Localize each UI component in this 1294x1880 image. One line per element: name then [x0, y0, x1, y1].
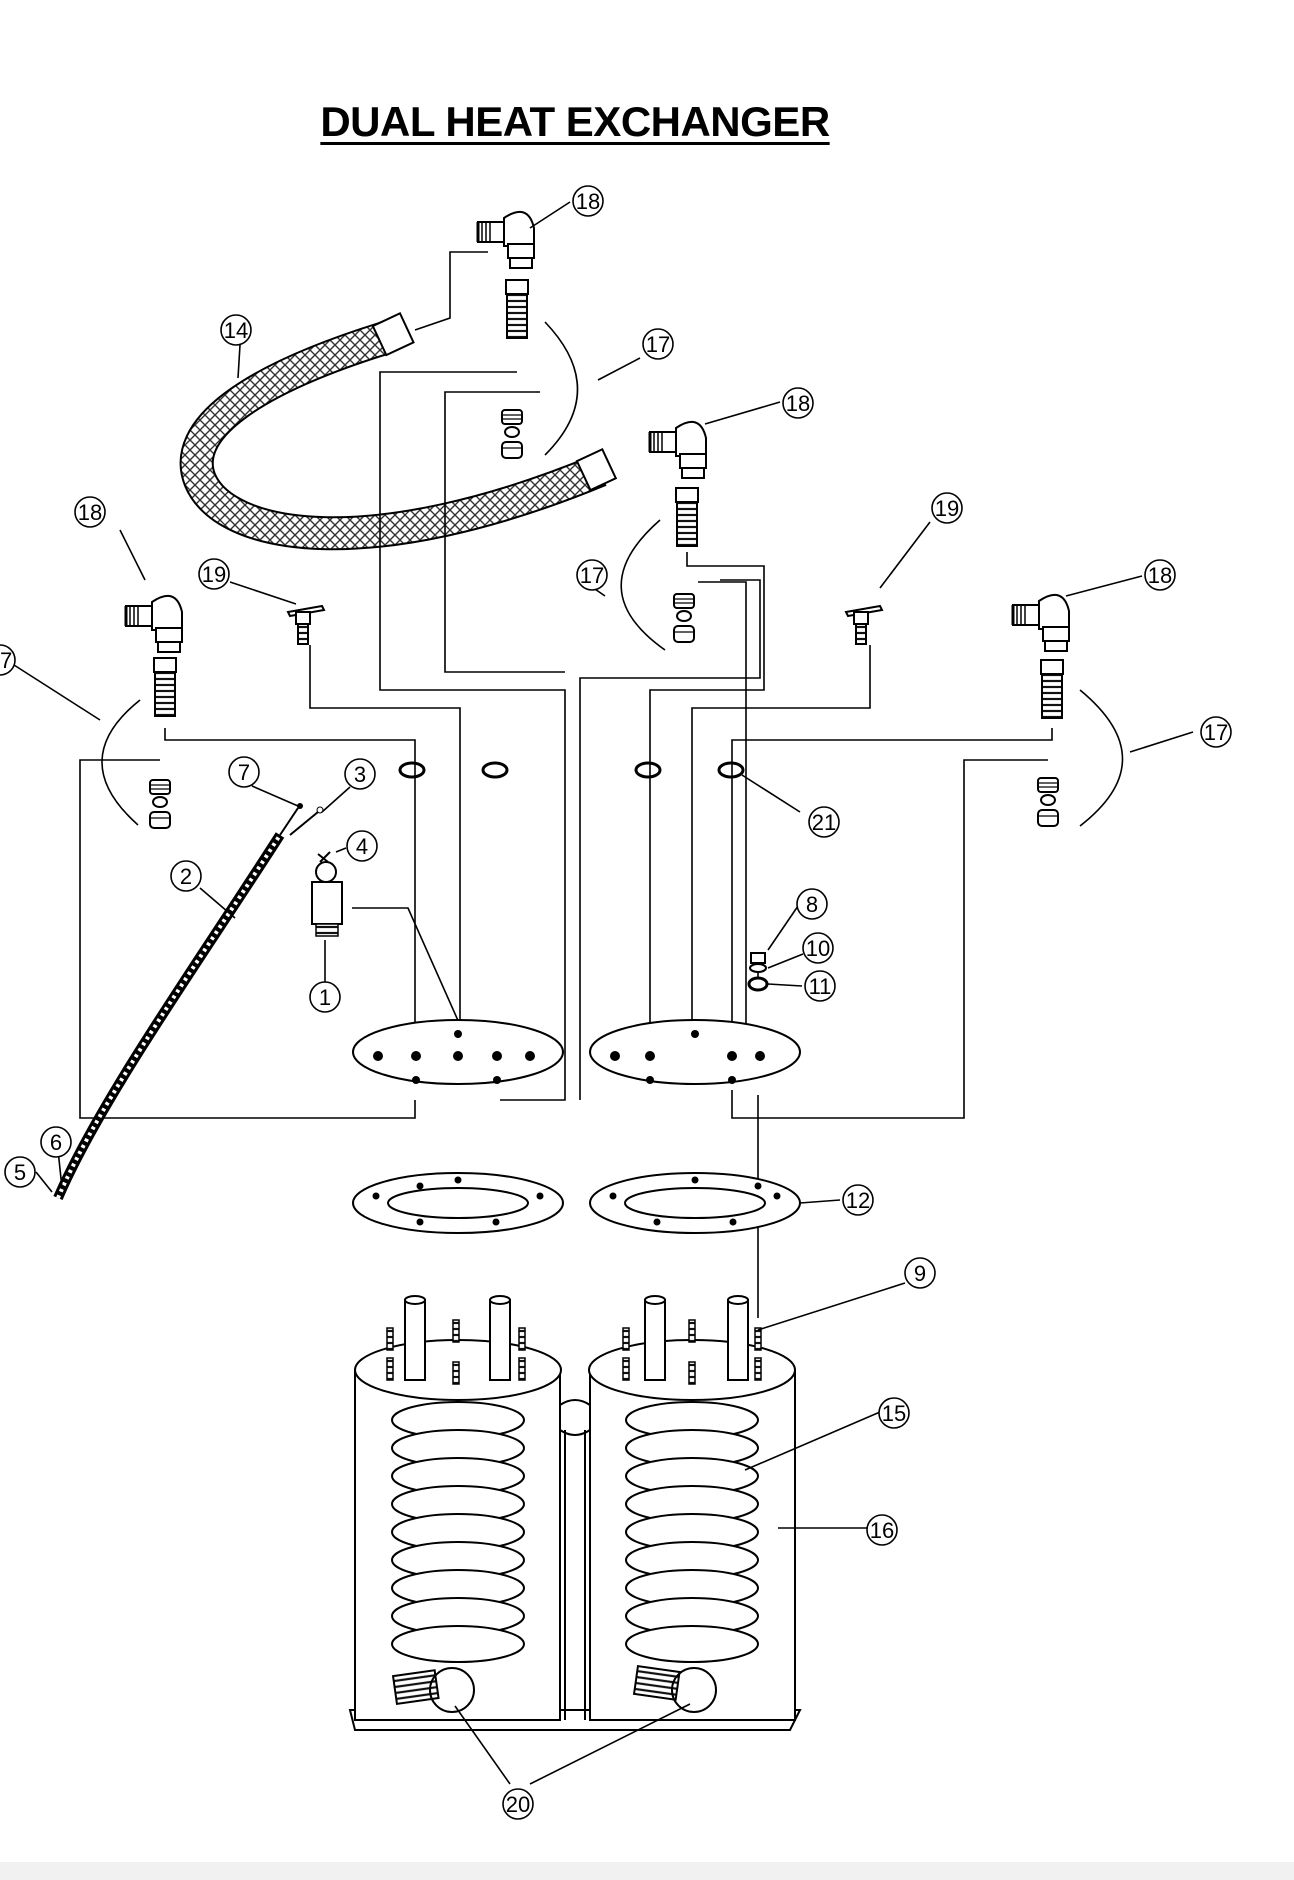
svg-text:6: 6	[50, 1130, 62, 1155]
callout-18-top: 18	[572, 185, 604, 217]
callout-17-top: 17	[642, 328, 674, 360]
callout-10: 10	[802, 932, 834, 964]
svg-text:19: 19	[202, 562, 226, 587]
callout-9: 9	[904, 1257, 936, 1289]
callout-21: 21	[808, 806, 840, 838]
svg-text:12: 12	[846, 1188, 870, 1213]
svg-text:18: 18	[576, 189, 600, 214]
callout-4: 4	[346, 830, 378, 862]
svg-text:17: 17	[646, 332, 670, 357]
callout-15: 15	[878, 1397, 910, 1429]
svg-text:1: 1	[319, 985, 331, 1010]
svg-text:19: 19	[935, 496, 959, 521]
svg-text:3: 3	[354, 762, 366, 787]
svg-text:11: 11	[809, 974, 832, 999]
callout-11: 11	[804, 970, 836, 1002]
svg-text:18: 18	[78, 500, 102, 525]
callout-20: 20	[502, 1788, 534, 1820]
callout-17-mid: 17	[576, 559, 608, 591]
svg-text:14: 14	[224, 318, 248, 343]
svg-text:9: 9	[914, 1261, 926, 1286]
callout-7: 7	[228, 756, 260, 788]
diagram-title: DUAL HEAT EXCHANGER	[320, 98, 830, 145]
svg-text:17: 17	[1204, 720, 1228, 745]
callout-8: 8	[796, 888, 828, 920]
svg-text:4: 4	[356, 834, 368, 859]
svg-text:7: 7	[238, 760, 250, 785]
callout-17-right: 17	[1200, 716, 1232, 748]
svg-text:21: 21	[812, 810, 836, 835]
svg-text:18: 18	[1148, 563, 1172, 588]
callout-19-left: 19	[198, 558, 230, 590]
callout-3: 3	[344, 758, 376, 790]
svg-text:10: 10	[806, 936, 830, 961]
callout-17-left: 17	[0, 644, 16, 676]
svg-text:17: 17	[0, 648, 12, 673]
callout-12: 12	[842, 1184, 874, 1216]
svg-text:15: 15	[882, 1401, 906, 1426]
svg-text:20: 20	[506, 1792, 530, 1817]
svg-text:8: 8	[806, 892, 818, 917]
callout-19-right: 19	[931, 492, 963, 524]
callout-6: 6	[40, 1126, 72, 1158]
callout-1: 1	[309, 981, 341, 1013]
svg-text:16: 16	[870, 1518, 894, 1543]
callout-18-mid: 18	[782, 387, 814, 419]
callout-14: 14	[220, 314, 252, 346]
svg-text:17: 17	[580, 563, 604, 588]
callout-16: 16	[866, 1514, 898, 1546]
callout-5: 5	[4, 1156, 36, 1188]
svg-text:2: 2	[180, 864, 192, 889]
callout-18-left: 18	[74, 496, 106, 528]
svg-text:18: 18	[786, 391, 810, 416]
svg-text:5: 5	[14, 1160, 26, 1185]
page-bottom-band	[0, 1862, 1294, 1880]
callout-2: 2	[170, 860, 202, 892]
callout-18-right: 18	[1144, 559, 1176, 591]
